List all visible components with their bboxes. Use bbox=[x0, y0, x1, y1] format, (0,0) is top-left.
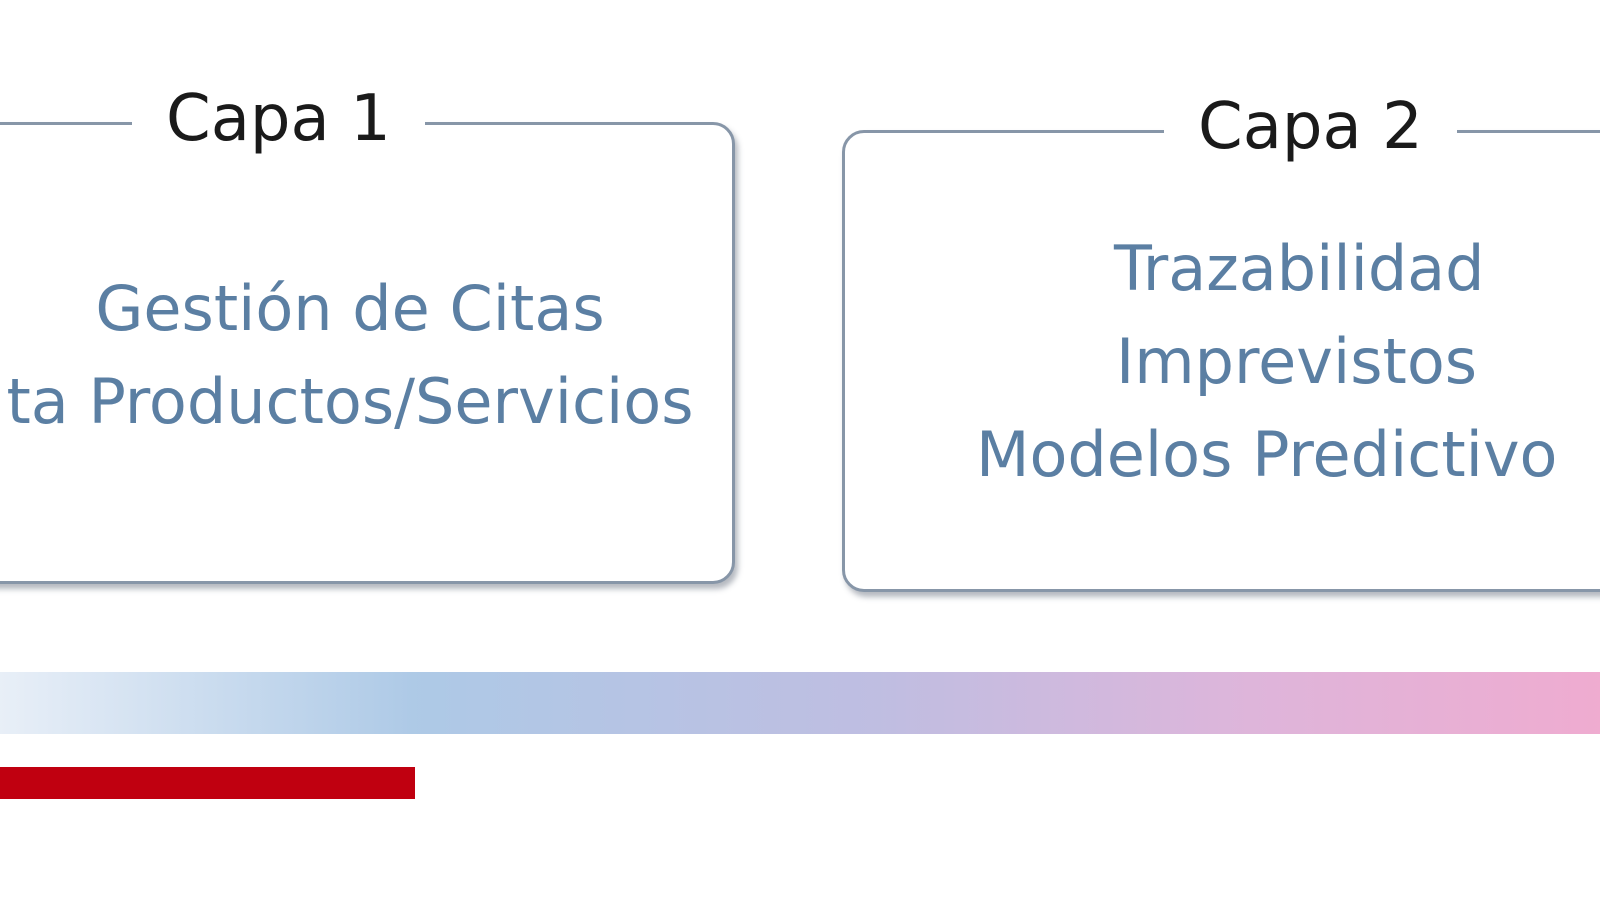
layer-2-content: Trazabilidad Imprevistos Modelos Predict… bbox=[840, 222, 1600, 501]
layer-1-line: Gestión de Citas bbox=[95, 272, 605, 345]
layer-2-line: Imprevistos bbox=[1116, 325, 1478, 398]
layer-1-title: Capa 1 bbox=[132, 81, 425, 157]
progress-red-bar bbox=[0, 767, 415, 799]
layer-1-content: Gestión de Citas ta Productos/Servicios bbox=[0, 262, 720, 448]
layer-2-box bbox=[842, 130, 1600, 592]
timeline-gradient-bar bbox=[0, 672, 1600, 734]
layer-1-line: ta Productos/Servicios bbox=[6, 365, 694, 438]
layer-2-line: Trazabilidad bbox=[1114, 232, 1485, 305]
layer-1-box bbox=[0, 122, 735, 584]
layer-2-line: Modelos Predictivo bbox=[976, 418, 1558, 491]
layer-2-title: Capa 2 bbox=[1164, 89, 1457, 165]
